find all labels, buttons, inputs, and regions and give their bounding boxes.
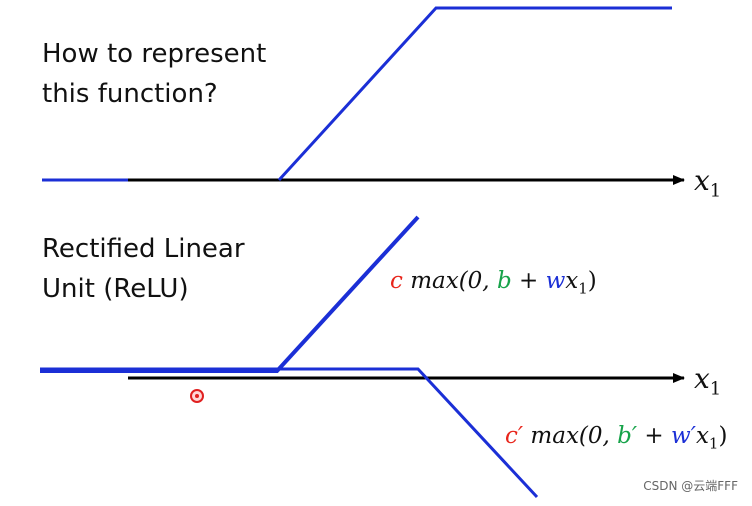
question-line-2: this function? (42, 79, 218, 109)
formula2-sub: 1 (708, 434, 719, 453)
formula1-close: ) (587, 268, 597, 294)
bottom-axis-label: x1 (694, 362, 721, 400)
formula1-max: max(0, (402, 268, 497, 294)
top-axis-sub: 1 (709, 180, 722, 202)
bottom-axis-var: x (694, 362, 710, 395)
watermark: CSDN @云端FFF (643, 479, 738, 493)
formula2-b: b′ (617, 423, 638, 449)
relu-curve-1 (40, 215, 420, 373)
formula2-w: w′ (671, 423, 696, 449)
question-line-1: How to represent (42, 39, 267, 69)
formula1-w: w (545, 268, 566, 294)
relu-title-line-2: Unit (ReLU) (42, 274, 189, 304)
top-axis-var: x (694, 164, 710, 197)
relu-formula-1: c max(0, b + wx1) (390, 268, 597, 298)
cursor-dot-center (195, 394, 199, 398)
formula1-x: x (565, 268, 579, 294)
formula2-x: x (695, 423, 709, 449)
top-axis-label: x1 (694, 164, 721, 202)
relu-formula-2: c′ max(0, b′ + w′x1) (505, 423, 727, 453)
top-hard-sigmoid-ramp (277, 6, 672, 182)
relu-curve-2 (40, 367, 539, 499)
relu-title-line-1: Rectified Linear (42, 234, 245, 264)
formula1-sub: 1 (578, 279, 588, 298)
formula2-close: ) (718, 423, 728, 449)
formula2-plus: + (637, 423, 672, 449)
relu-title: Rectified Linear Unit (ReLU) (42, 229, 245, 309)
formula2-c: c′ (505, 423, 524, 449)
formula2-max: max(0, (523, 423, 618, 449)
formula1-c: c (390, 268, 403, 294)
question-text: How to represent this function? (42, 34, 266, 114)
formula1-plus: + (511, 268, 546, 294)
formula1-b: b (496, 268, 512, 294)
bottom-axis-sub: 1 (709, 378, 722, 400)
